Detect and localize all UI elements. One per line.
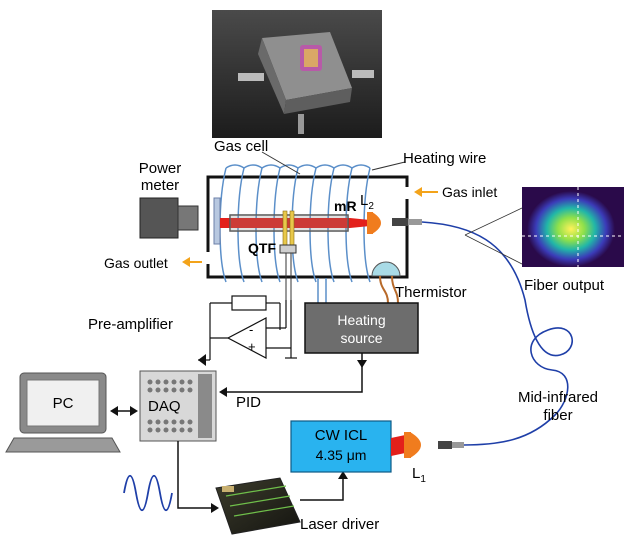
micro-resonator-tube <box>229 214 349 232</box>
gas-cell-photo <box>212 10 382 138</box>
gas-outlet-label: Gas outlet <box>104 255 168 271</box>
laser-driver-device <box>215 477 301 535</box>
fiber-connector-cell <box>392 218 408 226</box>
opamp-plus-label: + <box>248 339 256 354</box>
mid-infrared-label-line1: Mid-infrared <box>517 389 599 406</box>
quartz-tuning-fork <box>279 210 297 300</box>
fiber-connector-laser <box>438 441 452 449</box>
lens-l2 <box>367 212 381 234</box>
lens1-label-main: L <box>412 465 421 482</box>
fiber-output-image <box>522 187 624 267</box>
cw-icl-box <box>290 420 392 473</box>
power-meter-label-line2: meter <box>140 177 180 194</box>
mr-label: mR <box>334 198 357 214</box>
laser-driver-label: Laser driver <box>300 516 380 533</box>
mid-infrared-fiber <box>421 221 573 446</box>
lens2-label: L2 <box>360 193 374 212</box>
qtf-label: QTF <box>248 240 276 256</box>
pre-amplifier-label: Pre-amplifier <box>88 316 174 333</box>
daq-device <box>139 370 217 442</box>
gas-inlet-label: Gas inlet <box>442 184 498 200</box>
thermistor-label: Thermistor <box>395 284 467 301</box>
mid-infrared-label-line2: fiber <box>543 407 573 424</box>
heating-wire-label: Heating wire <box>403 150 487 167</box>
pc-laptop <box>5 372 121 453</box>
daq-label: DAQ <box>146 398 183 415</box>
gas-inlet-arrow <box>414 187 438 197</box>
fiber-output-label: Fiber output <box>524 277 605 294</box>
lens2-label-main: L <box>360 192 369 209</box>
gas-outlet-arrow <box>182 257 202 267</box>
heating-source-label-line2: source <box>340 330 383 346</box>
heating-source-box <box>304 302 419 354</box>
power-meter-label-line1: Power <box>138 160 182 177</box>
lens1-label-sub: 1 <box>420 474 426 485</box>
window <box>213 197 221 245</box>
opamp-minus-label: - <box>249 322 254 337</box>
pre-amplifier-circuit <box>198 295 297 361</box>
lens-l1 <box>404 432 421 458</box>
cw-icl-label-line1: CW ICL <box>314 427 368 444</box>
pid-label: PID <box>236 394 262 411</box>
power-meter <box>139 197 199 239</box>
gas-cell-label: Gas cell <box>214 138 269 155</box>
modulation-sine-wave <box>123 474 173 512</box>
pc-label: PC <box>52 395 74 412</box>
thermistor <box>371 261 401 304</box>
cw-icl-label-line2: 4.35 μm <box>315 447 367 463</box>
lens2-label-sub: 2 <box>368 201 374 212</box>
lens1-label: L1 <box>412 466 426 485</box>
heating-source-label-line1: Heating <box>337 312 386 328</box>
